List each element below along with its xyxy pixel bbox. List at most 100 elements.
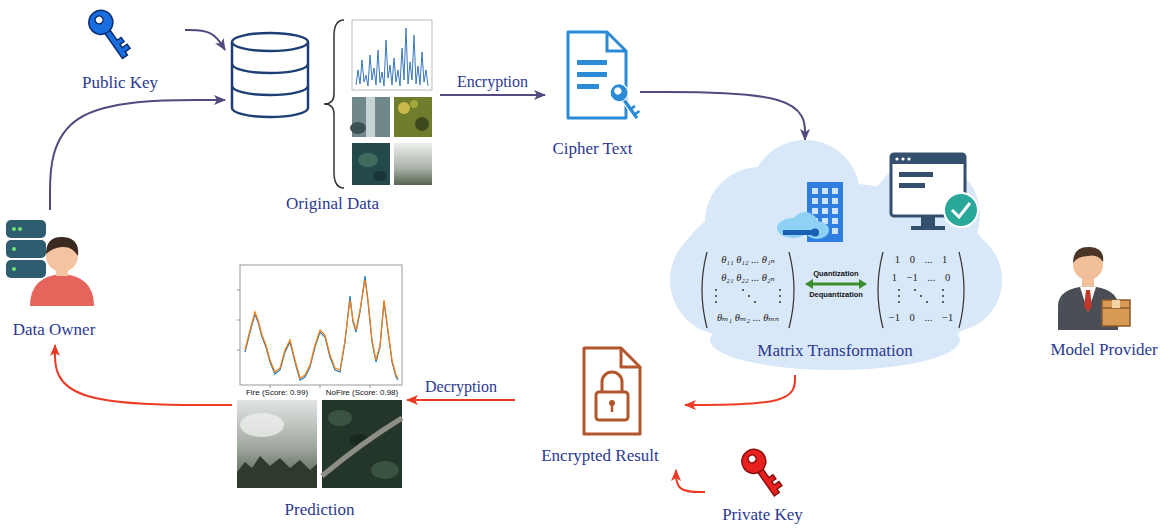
private-key-icon — [737, 445, 770, 478]
cloud-fill — [670, 225, 780, 335]
data-owner-icon — [30, 274, 94, 306]
image-thumbnails — [358, 153, 378, 167]
cloud-service-icon — [832, 198, 838, 204]
data-owner-icon — [6, 260, 46, 278]
matrix-entry: θ₁₁ θ₁₂ ... θ₁ₙ — [721, 254, 775, 266]
matrix-dots — [748, 295, 750, 297]
database-icon — [232, 33, 308, 51]
cloud-fill — [710, 310, 960, 370]
database-icon — [232, 33, 308, 117]
database-icon — [232, 86, 308, 95]
file-node: Cipher Text — [545, 25, 640, 163]
prediction-chart — [245, 280, 398, 378]
matrix-bracket — [959, 252, 964, 328]
matrix-dots — [942, 289, 944, 291]
actor-node: Model Provider — [1040, 232, 1168, 364]
image-thumbnails — [410, 100, 418, 108]
matrix-dots — [715, 289, 717, 291]
data-owner-icon — [12, 267, 16, 271]
matrix-dots — [715, 295, 717, 297]
image-thumbnails — [394, 97, 432, 137]
monitor-icon — [891, 154, 965, 164]
image-thumbnails — [394, 143, 432, 185]
matrix-bracket — [789, 252, 794, 328]
private-key-icon — [737, 445, 786, 501]
key-node: Public Key — [55, 5, 185, 97]
matrix-dots — [898, 301, 900, 303]
data-owner-icon — [12, 227, 16, 231]
operation-label: Dequantization — [809, 291, 863, 299]
public-key-icon — [94, 14, 105, 25]
matrix-dots — [779, 301, 781, 303]
cloud-shape — [665, 140, 1005, 375]
brace — [324, 20, 344, 188]
matrix-dots — [898, 289, 900, 291]
node-label: Encrypted Result — [541, 446, 659, 466]
matrix-entry: θₘ₁ θₘ₂ ... θₘₙ — [717, 312, 779, 324]
matrix-dots — [742, 289, 744, 291]
time-series-thumbnail — [356, 28, 428, 86]
flow-arrow — [676, 470, 705, 492]
monitor-icon — [899, 172, 933, 177]
image-thumbnails — [373, 171, 387, 181]
image-caption: Fire (Score: 0.99) — [246, 389, 308, 398]
matrix-dots — [715, 301, 717, 303]
monitor-icon — [952, 203, 970, 217]
prediction-images — [237, 456, 317, 488]
prediction-images — [322, 418, 402, 476]
cloud-node: Matrix Transformation — [665, 140, 1005, 375]
monitor-icon — [944, 193, 978, 227]
model-provider-icon — [1112, 300, 1120, 308]
data-owner-icon — [46, 237, 78, 256]
cloud-service-icon — [832, 208, 838, 214]
matrix-entry: 1 −1 ... 0 — [892, 272, 950, 284]
edge-label: Decryption — [422, 378, 500, 396]
encrypted-file-icon — [596, 392, 628, 420]
prediction-chart — [237, 290, 370, 388]
cloud-service-icon — [832, 218, 838, 224]
double-arrow — [805, 279, 813, 289]
prediction-images — [237, 400, 402, 488]
monitor-icon — [899, 183, 925, 188]
data-owner-icon — [6, 220, 46, 238]
monitor-icon — [907, 157, 910, 160]
connector-layer — [50, 30, 805, 492]
model-provider-icon — [1080, 287, 1096, 312]
encrypted-file-icon — [611, 405, 614, 412]
encrypted-file-icon — [621, 348, 640, 367]
cloud-service-icon — [822, 188, 828, 194]
time-series-thumbnail — [352, 20, 432, 90]
matrix-dots — [715, 289, 944, 303]
database-icon — [232, 42, 308, 117]
image-caption: NoFire (Score: 0.98) — [326, 389, 398, 398]
cloud-service-icon — [777, 182, 843, 242]
database-icon — [232, 64, 308, 73]
cloud-fill — [670, 140, 1002, 370]
node-label: Original Data — [286, 194, 379, 214]
flow-arrow — [50, 100, 225, 210]
prediction-images — [240, 413, 284, 437]
cloud-service-icon — [822, 198, 828, 204]
double-arrow — [805, 279, 867, 289]
matrix-bracket — [702, 252, 707, 328]
matrix-dots — [779, 289, 781, 291]
image-thumbnails — [350, 122, 366, 134]
cloud-service-icon — [832, 188, 838, 194]
image-thumbnails — [350, 97, 432, 185]
matrix-entry: 1 0 ... 1 — [895, 254, 948, 266]
data-owner-icon — [18, 227, 22, 231]
prediction-images — [328, 410, 352, 426]
actor-node: Data Owner — [3, 210, 105, 345]
time-series-thumbnail — [352, 20, 432, 90]
cipher-file-icon — [568, 32, 645, 124]
data-owner-icon — [6, 220, 94, 306]
cloud-service-icon — [822, 208, 828, 214]
double-arrow — [810, 283, 862, 286]
cloud-service-icon — [812, 208, 818, 214]
image-thumbnails — [366, 97, 375, 137]
monitor-icon — [901, 157, 904, 160]
private-key-icon — [747, 453, 758, 464]
cloud-service-icon — [812, 188, 818, 194]
matrix-dots — [942, 301, 944, 303]
